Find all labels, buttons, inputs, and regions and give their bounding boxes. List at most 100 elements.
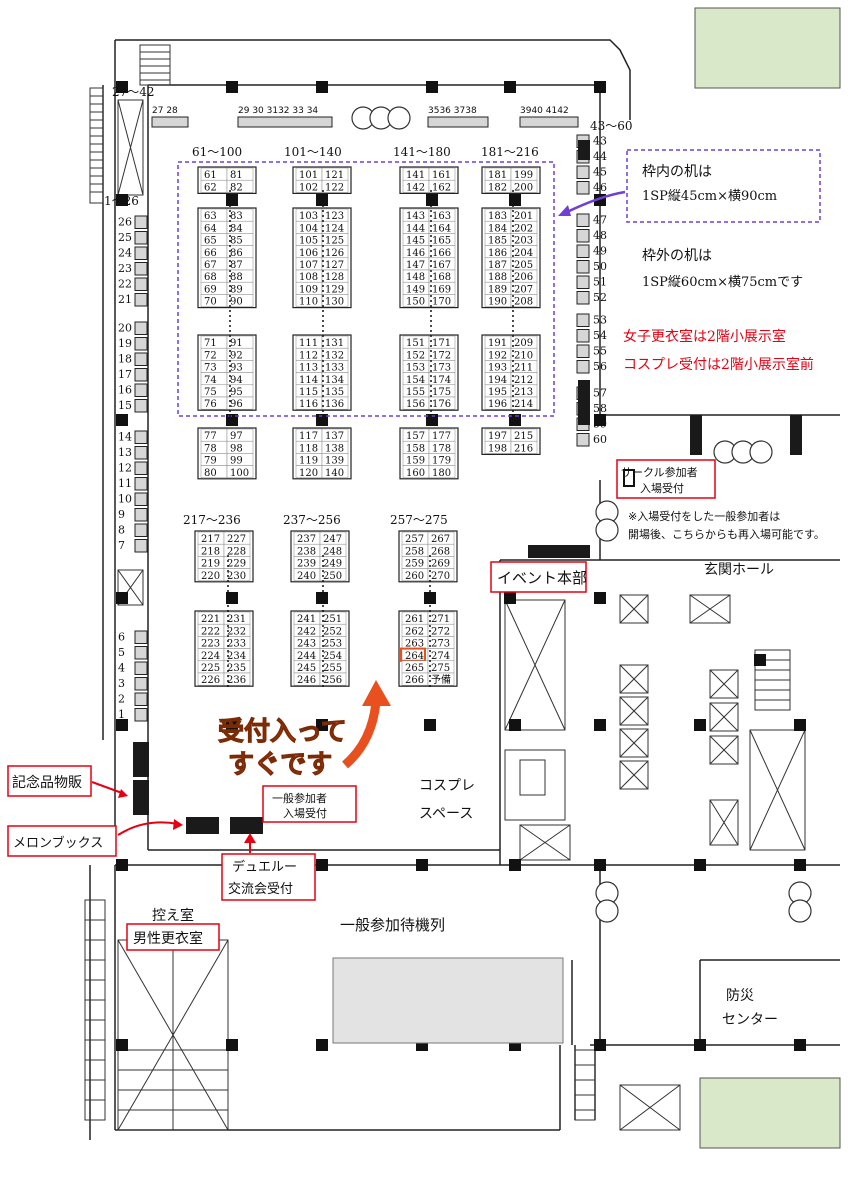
edge-table [576,260,590,274]
edge-table-label: 50 [593,260,607,273]
table-number: 258 [405,546,424,557]
table-number: 162 [432,182,451,193]
table-number: 65 [204,236,217,247]
table-number: 119 [299,456,318,467]
info-texts: 枠内の机は 1SP縦45cm×横90cm 枠外の机は 1SP縦60cm×横75c… [623,164,814,373]
edge-table-label: 43 [593,135,607,148]
cosplay-space-label2: スペース [419,806,473,822]
table-number: 160 [406,468,425,479]
melon-box [7,825,117,857]
table-number: 265 [405,663,424,674]
table-block-outline [399,166,459,194]
table-number: 62 [204,182,217,193]
edge-table-label: 26 [118,216,132,229]
reentry-note-line2: 開場後、こちらからも再入場可能です。 [628,527,825,541]
edge-table [134,321,148,335]
table-cell [510,440,538,454]
souvenir-arrow [91,781,123,794]
edge-table-label: 20 [118,322,132,335]
table-block-outline [399,334,459,411]
pillar [226,414,238,426]
table-number: 154 [406,375,425,386]
table-number: 262 [405,626,424,637]
edge-table-label: 16 [118,384,132,397]
pillar [794,1039,806,1051]
top-row-label: 3940 4142 [520,106,569,116]
table-number: 107 [299,260,318,271]
table-number: 191 [488,338,507,349]
table-cell [321,179,349,193]
table-number: 206 [514,272,533,283]
table-number: 176 [432,399,451,410]
table-cell [428,294,456,307]
edge-table [134,383,148,397]
table-number: 172 [432,350,451,361]
edge-table [576,344,590,358]
table-number: 195 [488,387,507,398]
table-number: 95 [230,387,243,398]
event-hq-box [490,561,587,593]
green-area-bottom [699,1077,841,1149]
table-number: 80 [204,468,217,479]
table-number: 261 [405,614,424,625]
table-number: 102 [299,182,318,193]
group-label: 61〜100 [192,145,242,159]
table-block-outline [194,610,254,687]
edge-columns: 2625242322212019181716151413121110987654… [118,134,607,722]
disaster-center-line2: センター [722,1012,778,1028]
edge-table-label: 57 [593,387,607,400]
table-number: 260 [405,571,424,582]
reentry-note-line1: ※入場受付をした一般参加者は [628,509,780,523]
duel-reception-line1: デュエルー [232,859,297,875]
edge-table-label: 7 [118,539,125,552]
table-number: 108 [299,272,318,283]
table-number: 215 [514,431,533,442]
table-number: 193 [488,363,507,374]
table-number: 207 [514,284,533,295]
edge-table-label: 45 [593,166,607,179]
table-cell [428,179,456,193]
table-number: 264 [405,651,424,662]
pillar [509,194,521,206]
table-number: 158 [406,443,425,454]
table-number: 177 [432,431,451,442]
edge-table [134,508,148,522]
table-number: 137 [325,431,344,442]
table-number: 78 [204,443,217,454]
edge-table-label: 56 [593,360,607,373]
table-cell [223,672,251,686]
table-number: 151 [406,338,425,349]
edge-table-label: 53 [593,314,607,327]
table-number: 161 [432,170,451,181]
melon-arrowhead [173,819,183,830]
pillar [316,194,328,206]
table-number: 180 [432,468,451,479]
purple-arrowhead [558,205,571,216]
table-block-outline [481,334,541,411]
edge-table-label: 6 [118,631,125,644]
entrance-hall-label: 玄関ホール [704,561,774,578]
table-number: 269 [431,559,450,570]
table-number: 237 [297,534,316,545]
edge-table-label: 48 [593,229,607,242]
edge-table-label: 55 [593,345,607,358]
inside-desk-line2: 1SP縦45cm×横90cm [642,189,777,204]
pillar [426,414,438,426]
table-number: 112 [299,350,318,361]
edge-table-label: 13 [118,446,132,459]
table-number: 170 [432,297,451,308]
table-number: 104 [299,223,318,234]
table-number: 202 [514,223,533,234]
table-number: 263 [405,639,424,650]
edge-table [576,165,590,179]
outside-desk-line2: 1SP縦60cm×横75cmです [642,275,803,290]
edge-table [134,539,148,553]
edge-table-label: 1 [118,708,125,721]
